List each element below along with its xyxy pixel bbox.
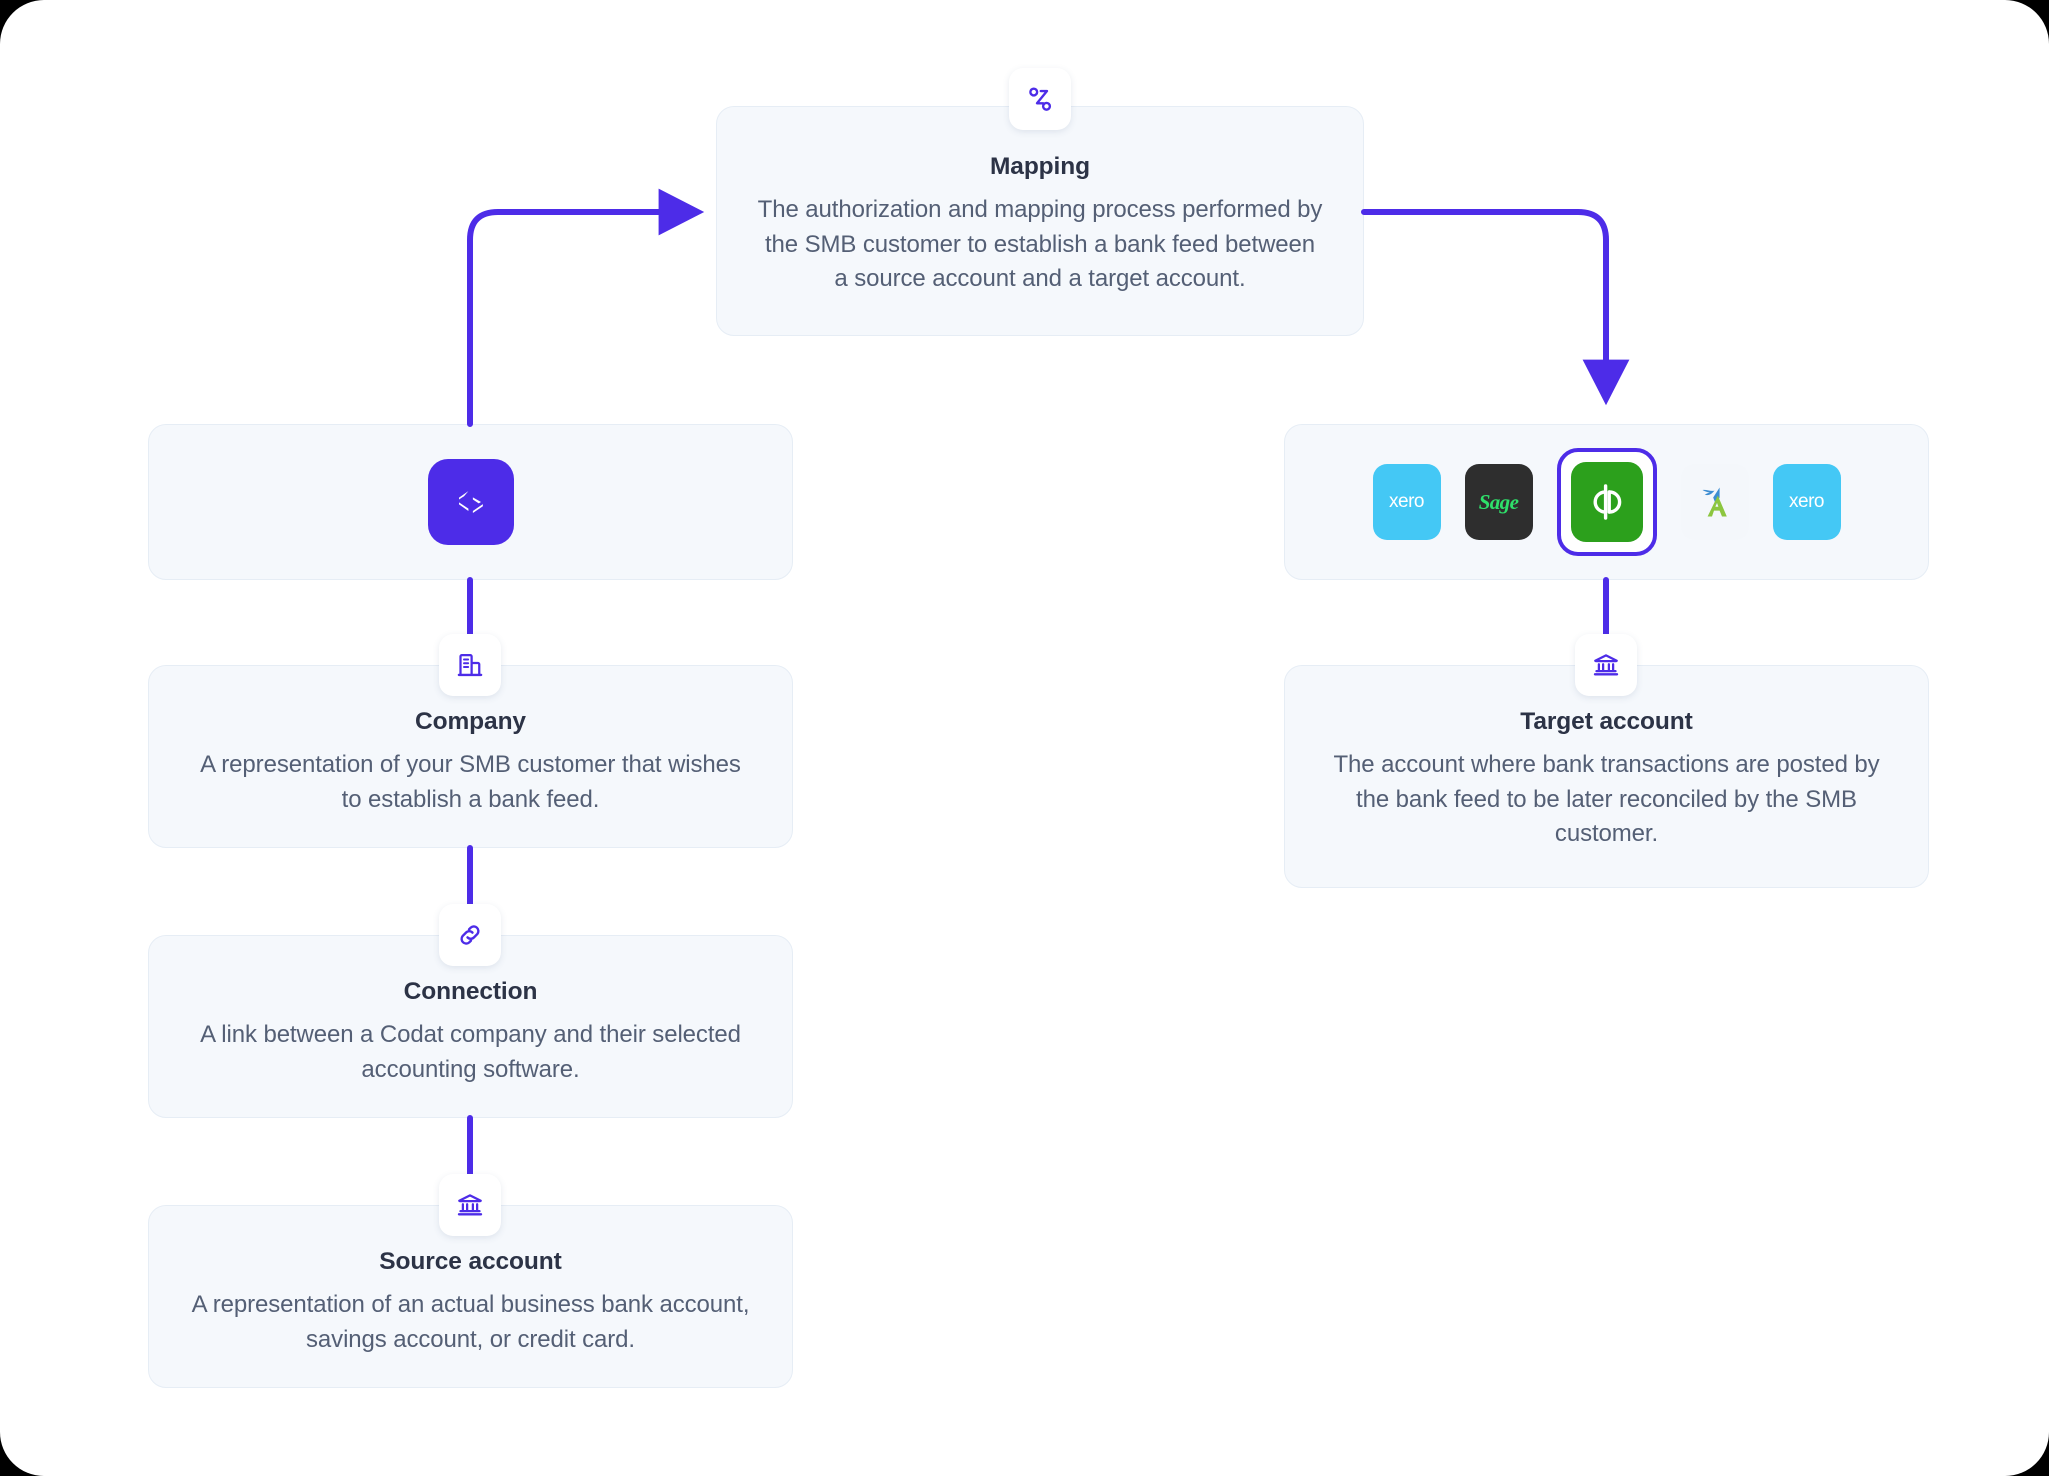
platform-logo-row: xero Sage [1372, 448, 1841, 556]
mapping-title: Mapping [989, 153, 1090, 180]
codat-logo-tile[interactable] [427, 459, 514, 545]
connection-description: A link between a Codat company and their… [200, 1021, 741, 1083]
target-account-title: Target account [1520, 708, 1693, 735]
company-building-icon-badge [439, 634, 501, 696]
sage-wordmark: Sage [1478, 489, 1519, 514]
company-description: A representation of your SMB customer th… [200, 751, 741, 813]
quickbooks-icon [1593, 484, 1621, 520]
platform-logo-quickbooks-selected[interactable] [1556, 448, 1657, 556]
xero-wordmark: xero [1389, 491, 1424, 512]
mapping-percent-icon [1029, 87, 1052, 111]
bank-icon [1593, 654, 1619, 676]
bank-icon [457, 1194, 483, 1216]
company-title: Company [415, 708, 526, 735]
xero-wordmark-2: xero [1789, 491, 1824, 512]
mapping-description: The authorization and mapping process pe… [757, 196, 1323, 293]
link-icon [460, 925, 480, 945]
source-account-bank-icon-badge [439, 1174, 501, 1236]
platform-logo-xero[interactable]: xero [1372, 464, 1441, 540]
node-target-account[interactable]: Target account The account where bank tr… [1284, 665, 1929, 888]
connection-title: Connection [403, 978, 538, 1005]
node-company[interactable]: Company A representation of your SMB cus… [148, 665, 793, 848]
target-account-bank-icon-badge [1575, 634, 1637, 696]
node-mapping[interactable]: Mapping The authorization and mapping pr… [716, 106, 1364, 336]
connector-mapping-to-platforms [1361, 209, 1630, 406]
building-icon [457, 654, 483, 677]
source-account-description: A representation of an actual business b… [191, 1291, 750, 1353]
codat-logo-icon [458, 491, 483, 514]
node-codat[interactable] [148, 424, 793, 580]
source-account-title: Source account [379, 1248, 562, 1275]
mapping-percent-icon-badge [1009, 68, 1071, 130]
platform-logo-sage[interactable]: Sage [1464, 464, 1533, 540]
connector-codat-to-mapping [467, 188, 705, 427]
target-account-description: The account where bank transactions are … [1333, 751, 1880, 848]
platform-logo-freeagent[interactable] [1680, 464, 1749, 540]
freeagent-icon [1702, 487, 1727, 517]
connection-link-icon-badge [439, 904, 501, 966]
platform-logo-quickbooks[interactable] [1570, 462, 1643, 542]
platform-logo-xero-2[interactable]: xero [1772, 464, 1841, 540]
